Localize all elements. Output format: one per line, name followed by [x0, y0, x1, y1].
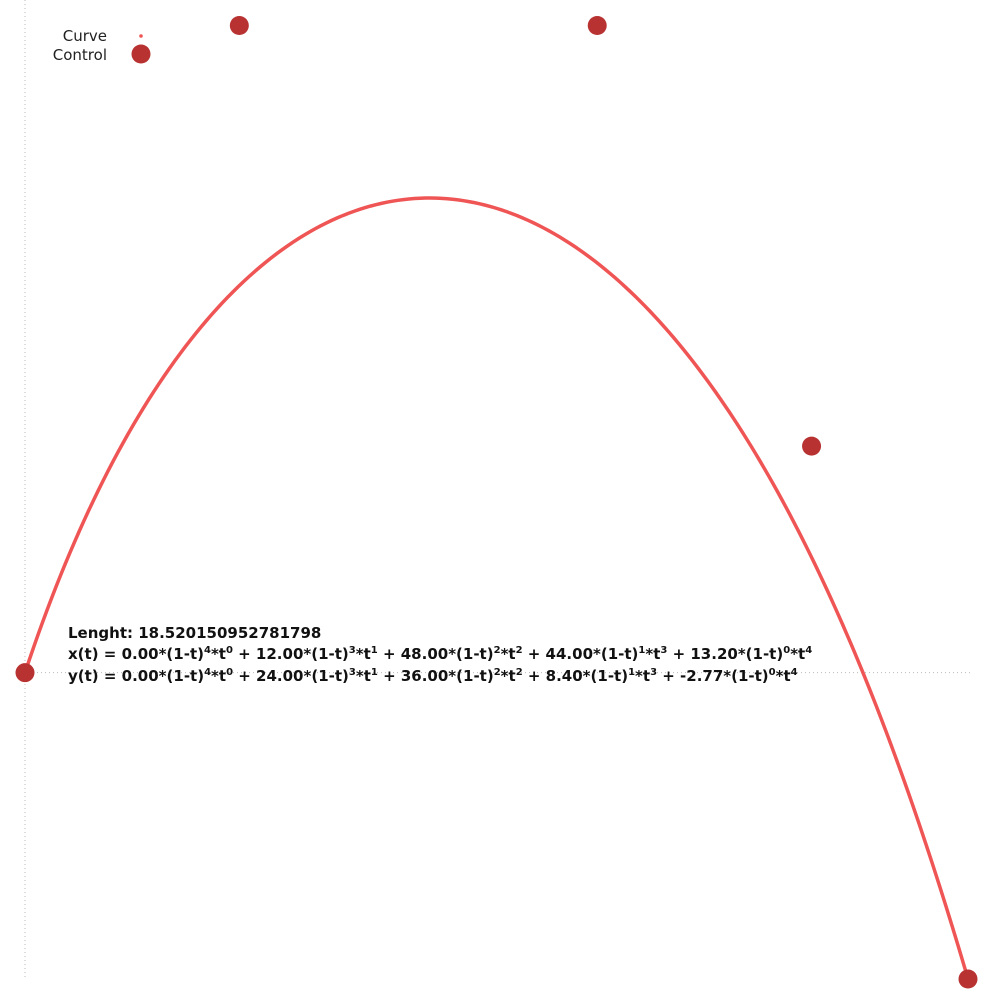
equation-exponent: 3	[349, 667, 356, 678]
control-points	[15, 15, 978, 989]
equation-exponent: 2	[516, 667, 523, 678]
annotations: Lenght: 18.520150952781798 x(t) = 0.00*(…	[68, 624, 812, 685]
equation-exponent: 1	[638, 645, 645, 656]
equation-exponent: 3	[349, 645, 356, 656]
equation-term: *t	[211, 667, 226, 685]
length-readout: Lenght: 18.520150952781798	[68, 624, 321, 642]
legend: Curve Control	[53, 27, 151, 64]
equation-term: *t	[501, 667, 516, 685]
control-point-2[interactable]	[587, 15, 607, 35]
equation-term: + 24.00*(1-t)	[233, 667, 349, 685]
equation-exponent: 0	[226, 645, 233, 656]
equation-term: + 12.00*(1-t)	[233, 645, 349, 663]
control-point-4[interactable]	[958, 969, 978, 989]
equation-term: *t	[356, 645, 371, 663]
legend-label-curve: Curve	[63, 27, 107, 45]
equation-term: *t	[645, 645, 660, 663]
equation-exponent: 0	[783, 645, 790, 656]
equation-term: + 36.00*(1-t)	[378, 667, 494, 685]
equation-term: *t	[211, 645, 226, 663]
equation-exponent: 3	[650, 667, 657, 678]
equation-exponent: 0	[769, 667, 776, 678]
equation-term: *t	[356, 667, 371, 685]
control-point-1[interactable]	[229, 15, 249, 35]
equation-term: x(t) = 0.00*(1-t)	[68, 645, 204, 663]
equation-exponent: 1	[371, 667, 378, 678]
legend-marker-control	[131, 44, 151, 64]
equation-term: *t	[501, 645, 516, 663]
length-value: 18.520150952781798	[138, 624, 321, 642]
equation-exponent: 4	[204, 667, 211, 678]
equation-exponent: 1	[628, 667, 635, 678]
equation-term: + 44.00*(1-t)	[523, 645, 639, 663]
equation-exponent: 4	[204, 645, 211, 656]
equation-term: + 48.00*(1-t)	[378, 645, 494, 663]
length-label: Lenght:	[68, 624, 133, 642]
equation-exponent: 2	[516, 645, 523, 656]
y-equation: y(t) = 0.00*(1-t)4*t0 + 24.00*(1-t)3*t1 …	[68, 667, 798, 685]
x-equation: x(t) = 0.00*(1-t)4*t0 + 12.00*(1-t)3*t1 …	[68, 645, 812, 663]
equation-exponent: 1	[371, 645, 378, 656]
bezier-curve	[23, 196, 970, 981]
equation-term: + 8.40*(1-t)	[523, 667, 628, 685]
equation-exponent: 2	[494, 645, 501, 656]
control-point-0[interactable]	[15, 663, 35, 683]
equation-exponent: 4	[791, 667, 798, 678]
equation-term: *t	[635, 667, 650, 685]
equation-exponent: 0	[226, 667, 233, 678]
legend-marker-curve	[139, 34, 143, 38]
control-point-3[interactable]	[802, 436, 822, 456]
equation-term: + -2.77*(1-t)	[657, 667, 769, 685]
equation-term: y(t) = 0.00*(1-t)	[68, 667, 204, 685]
equation-exponent: 2	[494, 667, 501, 678]
equation-term: + 13.20*(1-t)	[667, 645, 783, 663]
equation-exponent: 3	[660, 645, 667, 656]
legend-label-control: Control	[53, 46, 107, 64]
equation-term: *t	[776, 667, 791, 685]
equation-term: *t	[790, 645, 805, 663]
equation-exponent: 4	[805, 645, 812, 656]
